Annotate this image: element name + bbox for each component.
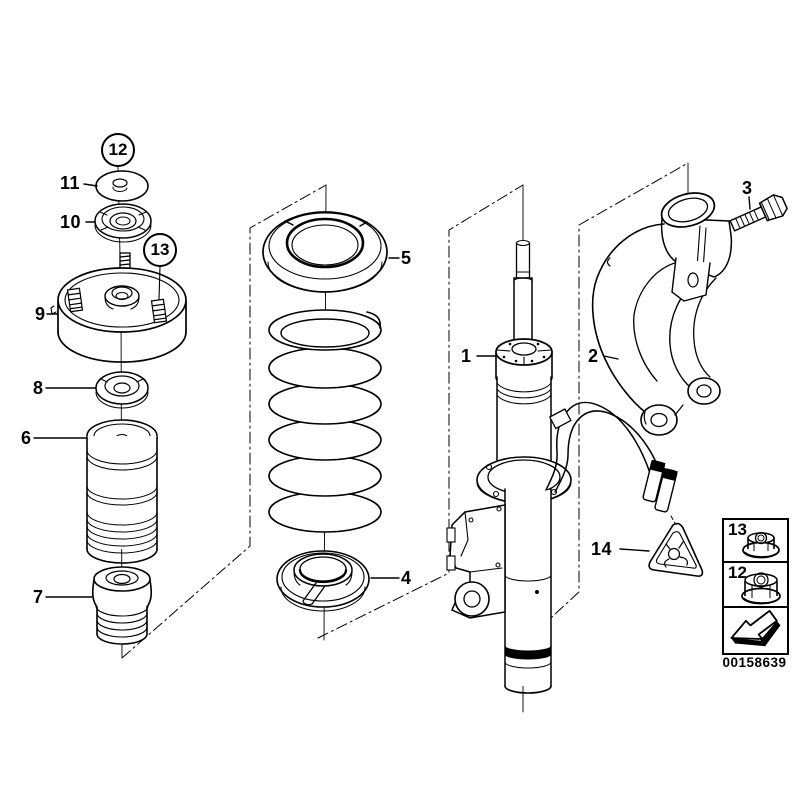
part-8-support-washer bbox=[95, 371, 149, 409]
coil-spring bbox=[268, 309, 382, 533]
part-7-bump-stop bbox=[91, 566, 153, 645]
legend-box: 13 12 bbox=[722, 518, 789, 655]
cable-connectors bbox=[642, 459, 678, 513]
legend-label-12: 12 bbox=[728, 563, 747, 582]
callout-9[interactable]: 9 bbox=[35, 304, 46, 324]
callout-13-circled[interactable]: 13 bbox=[143, 233, 177, 267]
callout-12-circled[interactable]: 12 bbox=[101, 133, 135, 167]
part-11-washer-disc bbox=[95, 170, 149, 202]
sensor-cables bbox=[545, 401, 678, 528]
part-3-bolt bbox=[729, 194, 788, 232]
legend-label-13: 13 bbox=[728, 520, 747, 539]
part-1-spring-strut bbox=[446, 239, 572, 694]
flange-nut-tall-icon bbox=[741, 572, 781, 605]
callout-6[interactable]: 6 bbox=[21, 428, 32, 448]
legend-row-arrow bbox=[724, 608, 787, 649]
panel-lines bbox=[121, 162, 689, 659]
callout-10[interactable]: 10 bbox=[60, 212, 82, 232]
callout-3[interactable]: 3 bbox=[742, 178, 753, 198]
legend-row-13: 13 bbox=[724, 520, 787, 563]
part-10-support-bearing bbox=[94, 203, 152, 243]
flange-nut-icon bbox=[742, 531, 780, 559]
callout-11[interactable]: 11 bbox=[60, 173, 81, 193]
callout-1[interactable]: 1 bbox=[461, 346, 472, 366]
image-number: 00158639 bbox=[722, 655, 787, 670]
warning-triangle-plug-icon bbox=[648, 522, 704, 577]
part-6-dust-tube bbox=[86, 419, 158, 564]
leader-lines bbox=[33, 183, 751, 598]
part-4-spring-pad-lower bbox=[276, 550, 370, 612]
part-2-swing-support bbox=[591, 192, 733, 436]
callout-14[interactable]: 14 bbox=[591, 539, 613, 559]
callout-2[interactable]: 2 bbox=[588, 346, 599, 366]
callout-8[interactable]: 8 bbox=[33, 378, 44, 398]
callout-7[interactable]: 7 bbox=[33, 587, 44, 607]
part-9-guide-support bbox=[50, 267, 187, 363]
callout-5[interactable]: 5 bbox=[401, 248, 412, 268]
callout-4[interactable]: 4 bbox=[401, 568, 412, 588]
part-5-spring-pad-upper bbox=[262, 211, 388, 293]
legend-row-12: 12 bbox=[724, 563, 787, 608]
direction-arrow-icon bbox=[730, 609, 781, 647]
center-axis-lines bbox=[117, 162, 689, 713]
